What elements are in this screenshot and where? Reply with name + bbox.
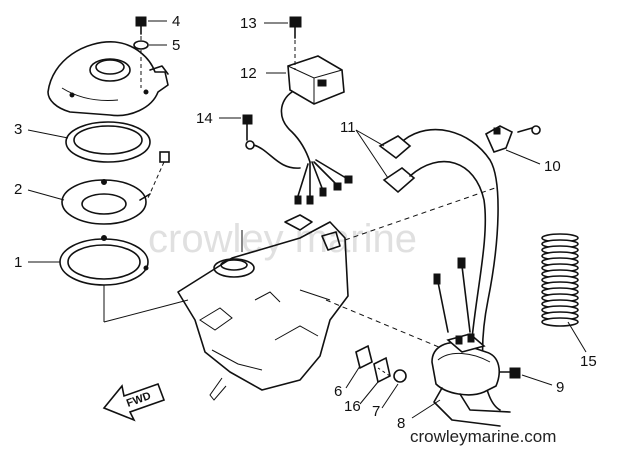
ignition-coil-8 [411,257,511,427]
stator-cover [47,41,169,117]
callout-4: 4 [172,13,180,30]
clip-6 [345,344,373,389]
screw-13 [264,16,302,70]
callout-6: 6 [334,383,342,400]
watermark-text: crowley marine [148,217,417,261]
callout-10: 10 [544,158,561,175]
callout-13: 13 [240,15,257,32]
callout-12: 12 [240,65,257,82]
callout-16: 16 [344,398,361,415]
callout-14: 14 [196,110,213,127]
rubber-boot-15 [541,233,587,353]
leader-line-15 [567,321,587,353]
ground-screw-14 [219,114,301,169]
wire-harness [280,91,353,205]
fwd-arrow-icon: FWD [102,382,166,422]
callout-9: 9 [556,379,564,396]
callout-8: 8 [397,415,405,432]
cdi-unit-12 [266,55,345,105]
callout-15: 15 [580,353,597,370]
engine-block [177,214,349,401]
boot-rib [541,317,579,327]
plate-2 [27,151,170,225]
site-url-text: crowleymarine.com [410,427,556,446]
callout-7: 7 [372,403,380,420]
callout-2: 2 [14,181,22,198]
nut-7 [377,367,407,409]
callout-1: 1 [14,254,22,271]
callout-5: 5 [172,37,180,54]
bracket-10 [484,125,541,165]
ring-3 [27,121,151,163]
washer-5 [133,40,167,50]
callout-11: 11 [340,119,356,136]
screw-9 [499,367,553,386]
screw-4 [135,16,167,88]
callout-3: 3 [14,121,22,138]
ring-1 [28,235,189,323]
